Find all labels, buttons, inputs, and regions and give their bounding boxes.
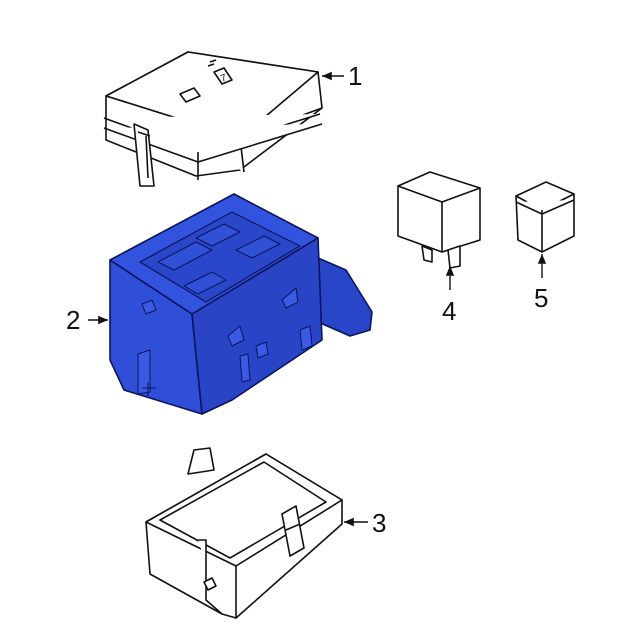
- svg-text:7: 7: [219, 72, 228, 84]
- part-5-fuse: [515, 181, 575, 253]
- callout-4: 4: [442, 296, 457, 326]
- part-3-tray: [145, 447, 343, 619]
- leader-lines: [88, 71, 547, 527]
- part-1-cover: 7: [103, 51, 323, 187]
- callout-1: 1: [348, 61, 363, 91]
- part-4-relay: [397, 171, 481, 269]
- callout-5: 5: [534, 283, 549, 313]
- callout-2: 2: [66, 305, 81, 335]
- part-2-housing: [109, 193, 373, 415]
- callout-3: 3: [372, 508, 387, 538]
